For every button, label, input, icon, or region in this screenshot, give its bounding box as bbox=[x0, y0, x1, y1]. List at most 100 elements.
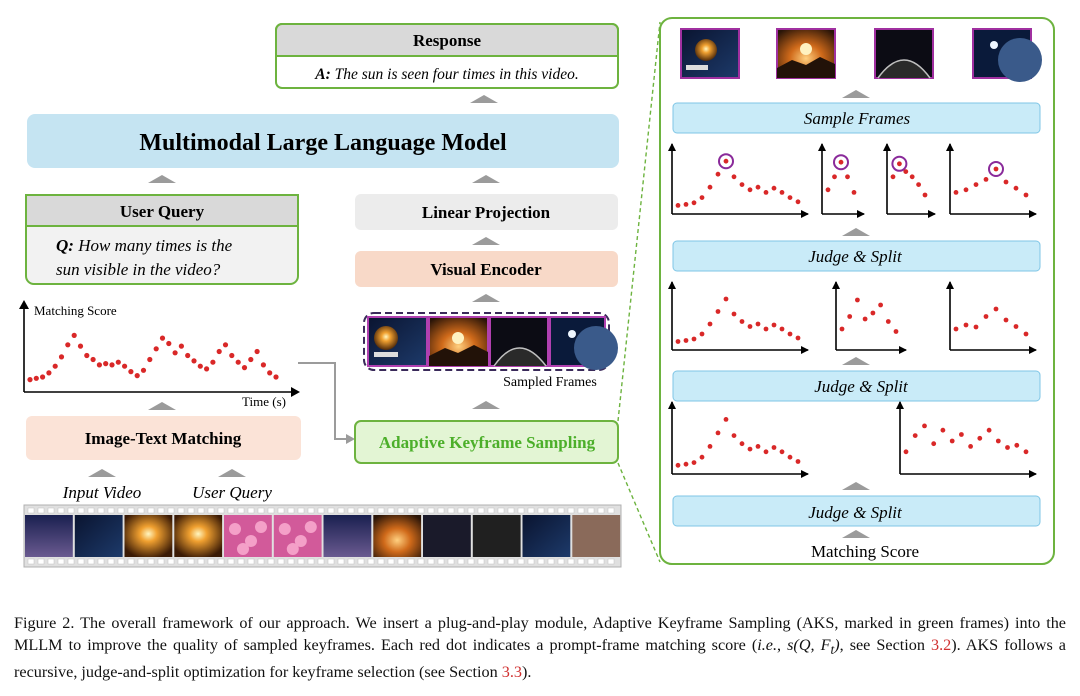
mini-point bbox=[912, 433, 918, 438]
zoom-line-bottom bbox=[617, 462, 661, 563]
mini-point bbox=[707, 321, 713, 327]
film-frame bbox=[174, 515, 223, 557]
mini-point bbox=[739, 441, 745, 447]
arrow-to-keyframes bbox=[842, 90, 870, 98]
mini-point bbox=[949, 438, 955, 444]
aks-label: Adaptive Keyframe Sampling bbox=[379, 433, 596, 452]
mllm-bar: Multimodal Large Language Model bbox=[27, 114, 619, 168]
score-point bbox=[204, 366, 210, 372]
mini-point bbox=[838, 159, 844, 165]
score-point bbox=[115, 359, 121, 365]
caption-part-5: ). bbox=[521, 663, 532, 682]
mini-point bbox=[1023, 331, 1029, 337]
score-point bbox=[172, 350, 178, 356]
score-point bbox=[33, 375, 39, 381]
film-frame bbox=[323, 515, 372, 557]
mini-point bbox=[986, 427, 992, 433]
panel-plots-level-4 bbox=[668, 143, 1037, 218]
judge-split-bar-1 bbox=[672, 240, 1041, 272]
arrow-video-to-matching bbox=[88, 469, 116, 477]
mini-point bbox=[715, 171, 721, 177]
mini-score-plot bbox=[946, 143, 1037, 218]
mini-point bbox=[1023, 449, 1029, 455]
mini-point bbox=[862, 316, 868, 322]
user-query-box: User Query Q: How many times is the sun … bbox=[25, 194, 299, 285]
score-point bbox=[109, 362, 115, 368]
mini-point bbox=[963, 187, 969, 193]
mini-point bbox=[959, 432, 964, 437]
arrow-projection-to-mllm bbox=[472, 175, 500, 183]
arrow-aks-to-frames bbox=[472, 401, 500, 409]
score-point bbox=[147, 356, 153, 363]
selected-keyframe-marker bbox=[891, 155, 908, 172]
judge-split-label-2: Judge & Split bbox=[814, 377, 909, 396]
mini-point bbox=[977, 435, 983, 441]
figure-caption: Figure 2. The overall framework of our a… bbox=[14, 612, 1066, 683]
mini-point bbox=[973, 182, 979, 188]
mini-point bbox=[763, 190, 769, 195]
score-point bbox=[46, 370, 52, 376]
mini-point bbox=[855, 297, 860, 303]
mini-point bbox=[763, 449, 769, 455]
film-frame bbox=[423, 515, 471, 557]
mini-point bbox=[1003, 317, 1009, 323]
mini-point bbox=[963, 322, 969, 328]
arrow-to-response bbox=[470, 95, 498, 103]
arrow-query-to-mllm bbox=[148, 175, 176, 183]
mini-point bbox=[731, 174, 737, 180]
mini-score-plot bbox=[668, 281, 809, 354]
mini-point bbox=[845, 174, 850, 180]
mini-point bbox=[739, 319, 745, 324]
mini-score-plot bbox=[668, 401, 809, 478]
mini-point bbox=[787, 331, 793, 337]
score-point bbox=[27, 377, 33, 383]
selected-keyframe-marker bbox=[833, 154, 849, 171]
mini-point bbox=[739, 182, 745, 188]
score-point bbox=[140, 367, 147, 373]
mini-point bbox=[795, 335, 801, 341]
user-query-line2: sun visible in the video? bbox=[56, 260, 221, 279]
mini-point bbox=[683, 338, 689, 343]
arrow-to-judge-split-1 bbox=[842, 357, 870, 365]
score-point bbox=[267, 370, 273, 376]
mini-point bbox=[878, 302, 883, 308]
mini-point bbox=[691, 200, 697, 206]
mini-point bbox=[707, 444, 713, 449]
mini-point bbox=[715, 309, 721, 314]
score-point bbox=[71, 332, 77, 338]
mini-point bbox=[675, 462, 681, 468]
caption-section-link-1[interactable]: 3.2 bbox=[930, 636, 952, 654]
mini-point bbox=[723, 158, 729, 164]
input-video-filmstrip bbox=[23, 504, 622, 568]
mini-point bbox=[699, 331, 705, 337]
judge-split-label-3: Judge & Split bbox=[808, 503, 903, 522]
score-point bbox=[103, 361, 109, 367]
mini-point bbox=[897, 161, 902, 167]
plot-xlabel: Time (s) bbox=[242, 394, 286, 409]
mini-point bbox=[771, 322, 777, 328]
mini-point bbox=[995, 438, 1001, 444]
score-point bbox=[178, 343, 184, 349]
mini-point bbox=[755, 184, 761, 190]
image-text-matching-label: Image-Text Matching bbox=[85, 429, 242, 448]
caption-section-link-2[interactable]: 3.3 bbox=[501, 663, 522, 682]
user-query-header: User Query bbox=[120, 202, 205, 221]
mini-point bbox=[747, 187, 753, 193]
mini-point bbox=[731, 311, 737, 317]
mini-point bbox=[1005, 445, 1010, 450]
mini-point bbox=[940, 427, 946, 433]
plot-dots bbox=[27, 332, 279, 383]
linear-projection-box: Linear Projection bbox=[355, 194, 618, 230]
arrow-to-sample-frames bbox=[842, 228, 870, 236]
mini-point bbox=[731, 433, 737, 438]
input-video-label: Input Video bbox=[62, 483, 142, 502]
mini-point bbox=[973, 324, 979, 330]
score-point bbox=[77, 343, 84, 349]
mini-point bbox=[931, 441, 937, 447]
score-point bbox=[222, 342, 229, 348]
film-frame bbox=[74, 515, 123, 557]
input-query-label: User Query bbox=[192, 483, 272, 502]
score-point bbox=[241, 365, 248, 371]
mini-point bbox=[922, 192, 928, 198]
score-point bbox=[197, 363, 203, 369]
